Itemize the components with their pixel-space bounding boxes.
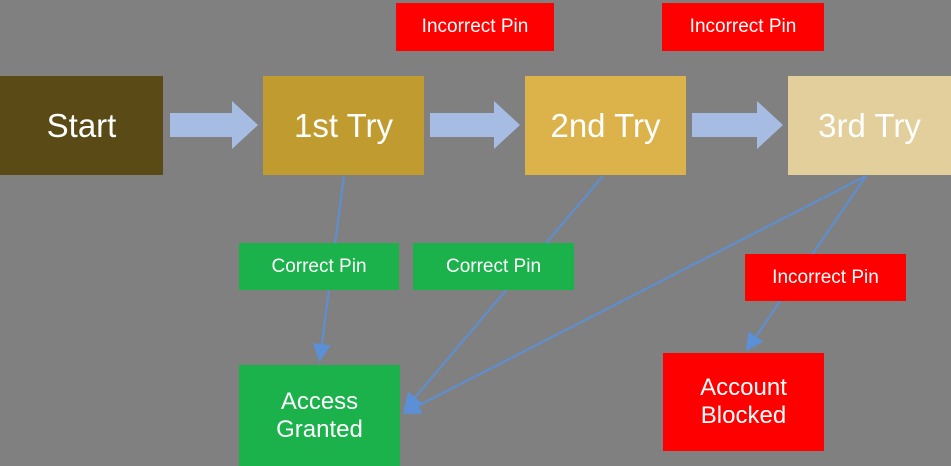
thick-arrow-try2-to-try3 — [692, 101, 783, 149]
edge-label-incorrect-pin-2[interactable]: Incorrect Pin — [662, 3, 824, 51]
edge-label-incorrect-pin-3[interactable]: Incorrect Pin — [745, 254, 906, 301]
edge-label-correct-pin-1-text: Correct Pin — [271, 255, 367, 277]
node-2nd-try-label: 2nd Try — [550, 106, 661, 144]
thin-arrow-try2-to-access — [403, 175, 604, 412]
thick-arrow-try1-to-try2 — [430, 101, 520, 149]
edge-label-incorrect-pin-2-text: Incorrect Pin — [689, 16, 797, 37]
node-access-granted-label: Access Granted — [276, 387, 363, 443]
node-account-blocked[interactable]: Account Blocked — [663, 353, 824, 451]
edge-label-correct-pin-2-text: Correct Pin — [445, 255, 542, 277]
node-account-blocked-label: Account Blocked — [700, 374, 787, 429]
node-2nd-try[interactable]: 2nd Try — [525, 76, 686, 175]
node-1st-try[interactable]: 1st Try — [263, 76, 424, 175]
edge-label-correct-pin-2[interactable]: Correct Pin — [413, 243, 574, 290]
node-start-label: Start — [46, 106, 117, 144]
edge-label-incorrect-pin-1[interactable]: Incorrect Pin — [396, 3, 554, 51]
thin-arrow-try3-to-access — [402, 175, 867, 414]
thick-arrow-start-to-try1 — [170, 101, 258, 149]
node-3rd-try[interactable]: 3rd Try — [788, 76, 951, 175]
node-1st-try-label: 1st Try — [293, 106, 394, 144]
node-3rd-try-label: 3rd Try — [818, 106, 921, 144]
edge-label-incorrect-pin-3-text: Incorrect Pin — [772, 266, 879, 288]
node-start[interactable]: Start — [0, 76, 163, 175]
edge-label-incorrect-pin-1-text: Incorrect Pin — [421, 16, 529, 37]
edge-label-correct-pin-1[interactable]: Correct Pin — [239, 243, 399, 290]
node-access-granted[interactable]: Access Granted — [239, 365, 400, 466]
